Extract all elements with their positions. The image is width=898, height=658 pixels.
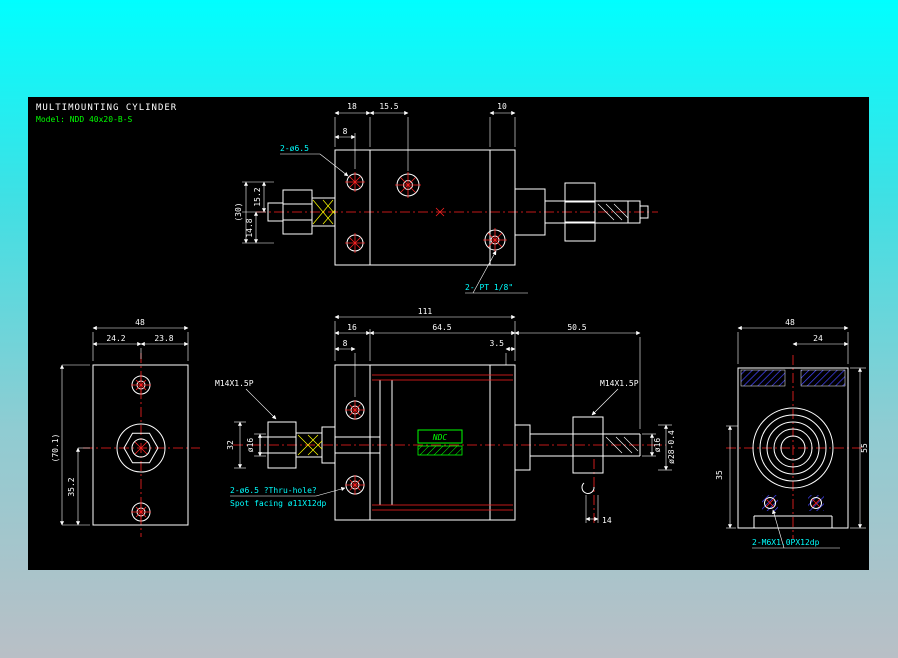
hole-hatching bbox=[131, 375, 151, 522]
callout-mounting-holes: 2-ø6.5 bbox=[280, 144, 309, 153]
dim-111: 111 bbox=[418, 307, 433, 316]
dim-dia28: ø28-0.4 bbox=[667, 430, 676, 464]
hole-hatching bbox=[345, 172, 507, 253]
dim-dia16-right: ø16 bbox=[653, 438, 662, 453]
brand-logo-text: NDC bbox=[432, 433, 448, 442]
dim-24: 24 bbox=[813, 334, 823, 343]
dim-14-8: 14.8 bbox=[245, 218, 254, 237]
drawing-title: MULTIMOUNTING CYLINDER bbox=[36, 103, 177, 113]
right-view-dimension-lines bbox=[726, 325, 866, 549]
dim-48: 48 bbox=[785, 318, 795, 327]
dim-23-8: 23.8 bbox=[154, 334, 173, 343]
callout-port: 2- PT 1/8" bbox=[465, 283, 513, 292]
title-block: MULTIMOUNTING CYLINDER Model: NDD 40x20-… bbox=[36, 103, 177, 124]
dim-35: 35 bbox=[715, 470, 724, 480]
drawing-model: Model: NDD 40x20-B-S bbox=[36, 115, 133, 124]
dim-dia16-left: ø16 bbox=[246, 438, 255, 453]
dim-32: 32 bbox=[226, 440, 235, 450]
section-body bbox=[259, 364, 641, 521]
top-view-dimension-lines bbox=[242, 110, 528, 294]
seal-lines-and-hole-hatching bbox=[345, 374, 513, 511]
cad-drawing-viewport[interactable]: MULTIMOUNTING CYLINDER Model: NDD 40x20-… bbox=[28, 97, 869, 570]
cad-drawing: MULTIMOUNTING CYLINDER Model: NDD 40x20-… bbox=[36, 102, 869, 549]
right-view: 48 24 55 35 2-M6X1.0PX12dp bbox=[715, 318, 869, 549]
dim-8: 8 bbox=[343, 127, 348, 136]
dim-48: 48 bbox=[135, 318, 145, 327]
mounting-groove-hatch bbox=[800, 369, 846, 387]
dim-15-5: 15.5 bbox=[379, 102, 398, 111]
brand-logo: NDC bbox=[417, 429, 463, 456]
callout-thread-right: M14X1.5P bbox=[600, 379, 639, 388]
dim-3-5: 3.5 bbox=[490, 339, 505, 348]
dim-55: 55 bbox=[860, 443, 869, 453]
dim-8: 8 bbox=[343, 339, 348, 348]
right-view-body bbox=[737, 367, 849, 529]
dim-50-5: 50.5 bbox=[567, 323, 586, 332]
callout-thru-hole: 2-ø6.5 ?Thru-hole? bbox=[230, 486, 317, 495]
dim-35-2: 35.2 bbox=[67, 477, 76, 496]
dim-15-2: 15.2 bbox=[253, 187, 262, 206]
left-view: 48 24.2 23.8 (70.1) 35.2 bbox=[51, 318, 200, 537]
tap-hole-hatching bbox=[765, 498, 821, 508]
thread-hatch-left bbox=[312, 199, 336, 225]
top-view: 18 15.5 10 8 15.2 14.8 (30) 2-ø6.5 2- PT… bbox=[234, 102, 658, 294]
dim-70-1-ref: (70.1) bbox=[51, 434, 60, 463]
thread-shading-right bbox=[597, 203, 629, 221]
thread-shading-right bbox=[605, 436, 639, 454]
dim-14: 14 bbox=[602, 516, 612, 525]
callout-tap-holes: 2-M6X1.0PX12dp bbox=[752, 538, 820, 547]
left-view-body bbox=[92, 364, 189, 526]
dim-16: 16 bbox=[347, 323, 357, 332]
dim-64-5: 64.5 bbox=[432, 323, 451, 332]
thread-hatch-left bbox=[297, 434, 323, 456]
dim-30-ref: (30) bbox=[234, 202, 243, 221]
dim-10: 10 bbox=[497, 102, 507, 111]
section-dimension-lines bbox=[230, 314, 672, 523]
callout-spot-facing: Spot facing ø11X12dp bbox=[230, 499, 327, 508]
dim-24-2: 24.2 bbox=[106, 334, 125, 343]
top-view-body bbox=[267, 149, 649, 266]
left-view-dimension-lines bbox=[59, 325, 189, 526]
callout-thread-left: M14X1.5P bbox=[215, 379, 254, 388]
section-view: NDC bbox=[215, 307, 676, 525]
mounting-groove-hatch bbox=[740, 369, 786, 387]
dim-18: 18 bbox=[347, 102, 357, 111]
